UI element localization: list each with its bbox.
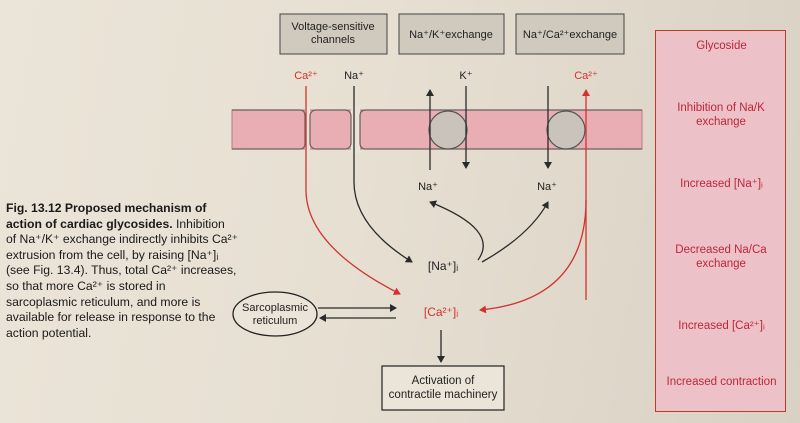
flow-step-increased-contraction: Increased contraction xyxy=(666,376,777,388)
naca-exchange-box xyxy=(515,13,625,55)
membrane-edge-left xyxy=(232,109,306,150)
ca-accumulation-arrow xyxy=(479,199,587,314)
nak-exchange-box xyxy=(398,13,505,55)
ca-efflux-label: Ca²⁺ xyxy=(574,70,598,82)
figure-caption: Fig. 13.12 Proposed mechanism of action … xyxy=(6,201,238,341)
activation-box xyxy=(381,365,505,411)
na-to-pump-arrow xyxy=(429,200,484,261)
na-influx-label: Na⁺ xyxy=(344,70,364,82)
na-exchanger-right-label: Na⁺ xyxy=(537,181,557,193)
voltage-channels-box xyxy=(279,13,388,55)
membrane-segment-gap xyxy=(351,106,360,153)
flow-step-increased-ca: Increased [Ca²⁺]ᵢ xyxy=(678,320,765,332)
membrane-edge-right xyxy=(359,109,642,150)
na-pump-left-label: Na⁺ xyxy=(418,181,438,193)
naca-box-label: Na⁺/Ca²⁺exchange xyxy=(523,29,617,41)
nak-pump-icon xyxy=(428,110,468,150)
flow-step-glycoside: Glycoside xyxy=(696,40,747,52)
caption-heading: Fig. 13.12 Proposed mechanism of action … xyxy=(6,201,207,231)
k-influx-label: K⁺ xyxy=(459,70,472,82)
flow-step-decreased-naca: Decreased Na/Ca exchange xyxy=(675,244,767,270)
na-to-exchanger-arrow xyxy=(481,201,549,263)
ca-influx-arrow xyxy=(305,86,401,295)
flow-step-increased-na: Increased [Na⁺]ᵢ xyxy=(680,178,763,190)
ca-influx-label: Ca²⁺ xyxy=(294,70,318,82)
na-influx-arrow xyxy=(353,86,413,263)
voltage-channel xyxy=(309,109,352,150)
intracellular-na-label: [Na⁺]ᵢ xyxy=(428,259,458,273)
membrane-segment-left xyxy=(305,106,310,153)
caption-body: Inhibition of Na⁺/K⁺ exchange indirectly… xyxy=(6,216,239,340)
flow-panel: Glycoside Inhibition of Na/K exchange In… xyxy=(655,30,786,412)
flow-step-inhibition: Inhibition of Na/K exchange xyxy=(677,102,765,128)
intracellular-ca-label: [Ca²⁺]ᵢ xyxy=(424,305,458,319)
nak-box-label: Na⁺/K⁺exchange xyxy=(409,29,493,41)
naca-exchanger-icon xyxy=(546,110,586,150)
sarcoplasmic-reticulum-shape xyxy=(232,291,318,337)
